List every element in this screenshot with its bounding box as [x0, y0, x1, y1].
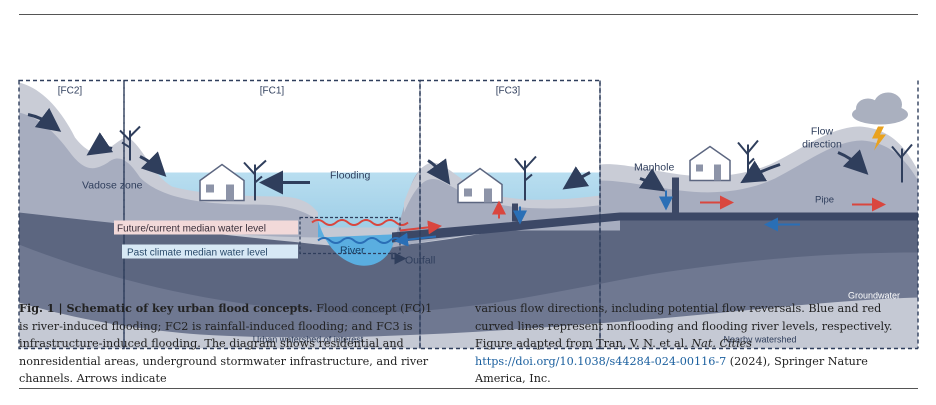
fc3-hill-light [404, 162, 620, 213]
flow-arrow [638, 168, 666, 192]
past-level-box [122, 244, 298, 259]
storm-pipe [392, 212, 918, 243]
caption-fig-label: Fig. 1 | [19, 301, 67, 315]
label-urban-watershed: Urban watershed of interest [253, 335, 364, 345]
caption-doi-link[interactable]: https://doi.org/10.1038/s44284-024-00116… [475, 354, 727, 368]
label-river: River [340, 245, 365, 257]
caption-body-right: various flow directions, including poten… [475, 302, 893, 350]
tree-icon [891, 143, 913, 183]
future-level-box [114, 220, 298, 235]
tree-icon [514, 155, 537, 201]
flow-arrow [86, 132, 114, 156]
river-channel [318, 166, 440, 266]
panel-label-fc2: [FC2] [58, 86, 83, 97]
label-future-level: Future/current median water level [117, 224, 266, 235]
panel-label-fc1: [FC1] [260, 86, 285, 97]
flow-arrow [27, 107, 62, 132]
left-hills [19, 92, 318, 238]
label-past-level: Past climate median water level [127, 248, 268, 259]
label-pipe: Pipe [815, 195, 834, 206]
house-icon [457, 167, 503, 204]
flood-level-curve [311, 219, 409, 226]
bottom-rule [19, 388, 918, 389]
label-flow-direction-2: direction [802, 139, 842, 151]
tree-icon [243, 159, 267, 201]
flow-arrow-blue [394, 232, 437, 247]
label-outfall: Outfall [405, 255, 435, 267]
label-flow-direction-1: Flow [811, 126, 834, 138]
flow-arrow [740, 160, 781, 184]
flow-arrow [139, 151, 167, 177]
flow-arrow [426, 158, 451, 185]
panel-label-fc3: [FC3] [496, 86, 521, 97]
normal-level-curve [317, 237, 403, 244]
label-nearby-watershed: Nearby watershed [723, 335, 796, 345]
panel-fc1 [123, 79, 421, 350]
caption-body-left: Flood concept (FC)1 is river-induced flo… [19, 302, 433, 385]
caption-tail: (2024), Springer Nature America, Inc. [475, 354, 868, 386]
flow-arrow-red [399, 220, 442, 235]
manhole-right [672, 177, 679, 216]
flow-arrow [837, 149, 869, 175]
label-flooding: Flooding [330, 170, 370, 182]
caption-journal: Nat. Cities [691, 337, 753, 350]
figure-caption-left: Fig. 1 | Schematic of key urban flood co… [19, 300, 444, 388]
ground-mid-layer [19, 202, 918, 313]
top-rule [19, 14, 918, 15]
house-icon [199, 163, 245, 202]
caption-title: Schematic of key urban flood concepts. [66, 301, 313, 315]
house-icon [689, 145, 731, 182]
tree-icon [119, 125, 141, 161]
left-hills-light [19, 82, 318, 221]
figure-caption-right: various flow directions, including poten… [475, 300, 905, 388]
label-groundwater: Groundwater [848, 291, 900, 301]
manhole-left [512, 203, 518, 222]
flow-arrow [562, 166, 591, 190]
label-vadose-zone: Vadose zone [82, 180, 143, 192]
right-hills-light [600, 126, 918, 193]
storm-cloud-icon [852, 92, 908, 151]
outfall-arrow [391, 252, 407, 265]
label-manhole: Manhole [634, 162, 674, 174]
